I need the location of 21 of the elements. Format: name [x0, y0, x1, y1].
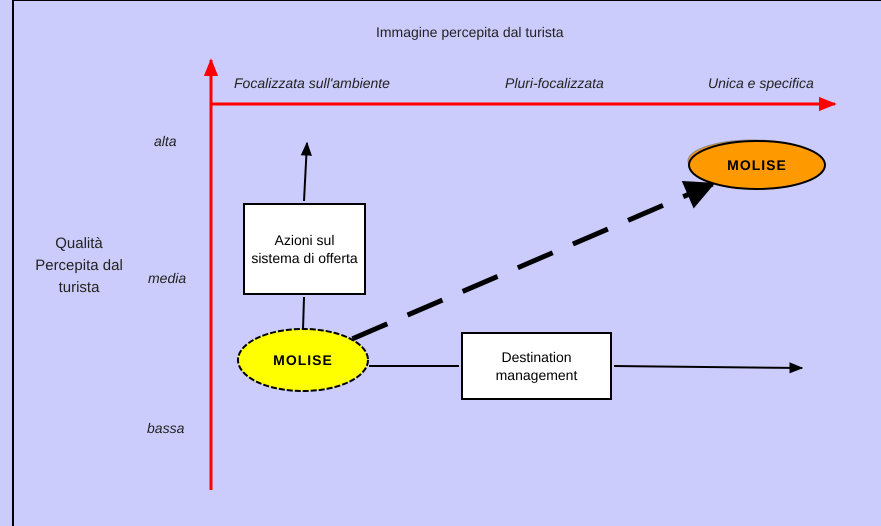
axis-label: alta [154, 133, 177, 149]
connector-line [302, 296, 305, 330]
process-box [243, 203, 366, 295]
node-text: Azioni sul sistema di offerta [251, 231, 358, 267]
ellipse-node [688, 140, 826, 190]
axis-label: Focalizzata sull'ambiente [234, 75, 390, 91]
ellipse-node [237, 328, 369, 392]
process-box [461, 332, 612, 400]
axis-title: Immagine percepita dal turista [376, 24, 564, 40]
connector-line [369, 365, 459, 367]
node-text: MOLISE [727, 156, 787, 174]
node-text: Destination management [494, 348, 578, 384]
axis-label: bassa [147, 420, 184, 436]
node-text: MOLISE [273, 351, 333, 369]
arrow [351, 180, 716, 342]
axis-title: Qualità Percepita dal turista [34, 234, 124, 298]
arrow [614, 362, 804, 374]
axis-label: media [148, 270, 186, 286]
arrow [300, 142, 312, 202]
axis-label: Unica e specifica [708, 75, 814, 91]
axis-label: Pluri-focalizzata [505, 75, 604, 91]
